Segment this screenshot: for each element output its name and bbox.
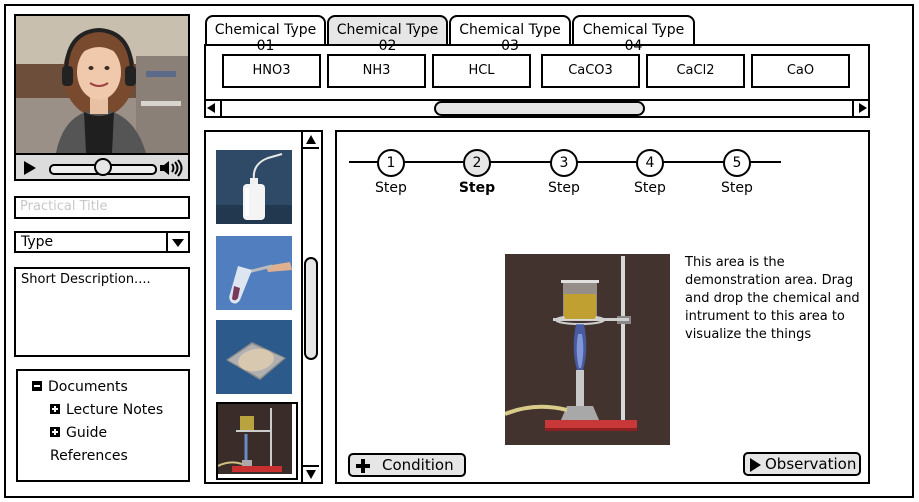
step-2-circle[interactable]: 2 [463, 149, 491, 177]
tree-label-references: References [50, 448, 128, 464]
tab-chemical-type-03[interactable]: Chemical Type 03 [449, 15, 571, 54]
practical-title-input[interactable]: Practical Title [14, 196, 190, 219]
chemical-hcl[interactable]: HCL [432, 54, 531, 88]
type-select-button[interactable] [166, 233, 188, 251]
tree-label-documents: Documents [48, 379, 128, 395]
step-5-circle[interactable]: 5 [723, 149, 751, 177]
type-select-value: Type [21, 234, 54, 250]
documents-tree: Documents Lecture Notes Guide References [16, 369, 190, 482]
tree-node-references[interactable]: References [50, 448, 128, 464]
tree-label-lecture-notes: Lecture Notes [66, 402, 164, 418]
tree-node-lecture-notes[interactable]: Lecture Notes [50, 402, 163, 418]
step-4-label: Step [634, 180, 666, 196]
bunsen-setup-thumbnail[interactable] [216, 402, 298, 480]
chevron-down-icon [172, 239, 184, 247]
tab-chemical-type-02[interactable]: Chemical Type 02 [327, 15, 448, 54]
chemical-hno3[interactable]: HNO3 [222, 54, 321, 88]
horizontal-scrollbar[interactable] [204, 99, 870, 118]
type-select[interactable]: Type [14, 231, 190, 253]
tree-node-documents[interactable]: Documents [32, 379, 128, 395]
scroll-up-icon[interactable] [306, 135, 316, 144]
video-controls [16, 153, 188, 179]
horizontal-scroll-thumb[interactable] [434, 101, 645, 116]
step-3-label: Step [548, 180, 580, 196]
add-condition-button[interactable]: Condition [348, 453, 466, 477]
wire-gauze-thumbnail[interactable] [216, 320, 292, 394]
scroll-down-icon[interactable] [306, 470, 316, 479]
bunsen-setup-image [218, 404, 292, 474]
chemical-cao[interactable]: CaO [751, 54, 850, 88]
step-1-circle[interactable]: 1 [377, 149, 405, 177]
vertical-scroll-thumb[interactable] [304, 257, 318, 360]
step-5-label: Step [721, 180, 753, 196]
seek-knob[interactable] [94, 158, 112, 176]
demonstration-area[interactable]: 1 Step 2 Step 3 Step 4 Step 5 Step This … [335, 130, 870, 484]
step-3-circle[interactable]: 3 [550, 149, 578, 177]
app-frame [4, 4, 914, 498]
step-1-label: Step [375, 180, 407, 196]
video-player[interactable] [14, 14, 190, 181]
step-2-label: Step [458, 180, 496, 196]
scrollbar-divider [303, 147, 319, 149]
test-tube-thumbnail[interactable] [216, 236, 292, 310]
tab-chemical-type-01[interactable]: Chemical Type 01 [205, 15, 326, 54]
chemical-cacl2[interactable]: CaCl2 [646, 54, 745, 88]
short-description-field[interactable]: Short Description.... [14, 267, 190, 357]
demonstration-area-instructions: This area is the demonstration area. Dra… [685, 255, 860, 342]
scrollbar-divider [303, 465, 319, 467]
scrollbar-divider [220, 101, 222, 116]
play-icon [750, 458, 761, 472]
vertical-scrollbar[interactable] [301, 132, 321, 482]
bunsen-burner-setup-image [505, 254, 670, 445]
scroll-right-icon[interactable] [859, 103, 867, 113]
tab-chemical-type-04[interactable]: Chemical Type 04 [572, 15, 695, 54]
instrument-list [204, 130, 323, 484]
plus-icon [356, 459, 370, 473]
presenter-video-frame [16, 16, 188, 153]
collapse-icon[interactable] [32, 381, 42, 391]
chemical-caco3[interactable]: CaCO3 [541, 54, 640, 88]
volume-icon[interactable] [159, 159, 185, 177]
tree-node-guide[interactable]: Guide [50, 425, 107, 441]
step-4-circle[interactable]: 4 [636, 149, 664, 177]
scrollbar-divider [852, 101, 854, 116]
expand-icon[interactable] [50, 404, 60, 414]
expand-icon[interactable] [50, 427, 60, 437]
chemical-nh3[interactable]: NH3 [327, 54, 426, 88]
observation-button-label: Observation [765, 455, 857, 473]
condition-button-label: Condition [382, 456, 454, 474]
play-icon[interactable] [24, 161, 36, 175]
tree-label-guide: Guide [66, 425, 108, 441]
scroll-left-icon[interactable] [207, 103, 215, 113]
observation-button[interactable]: Observation [743, 452, 861, 476]
wash-bottle-thumbnail[interactable] [216, 150, 292, 224]
